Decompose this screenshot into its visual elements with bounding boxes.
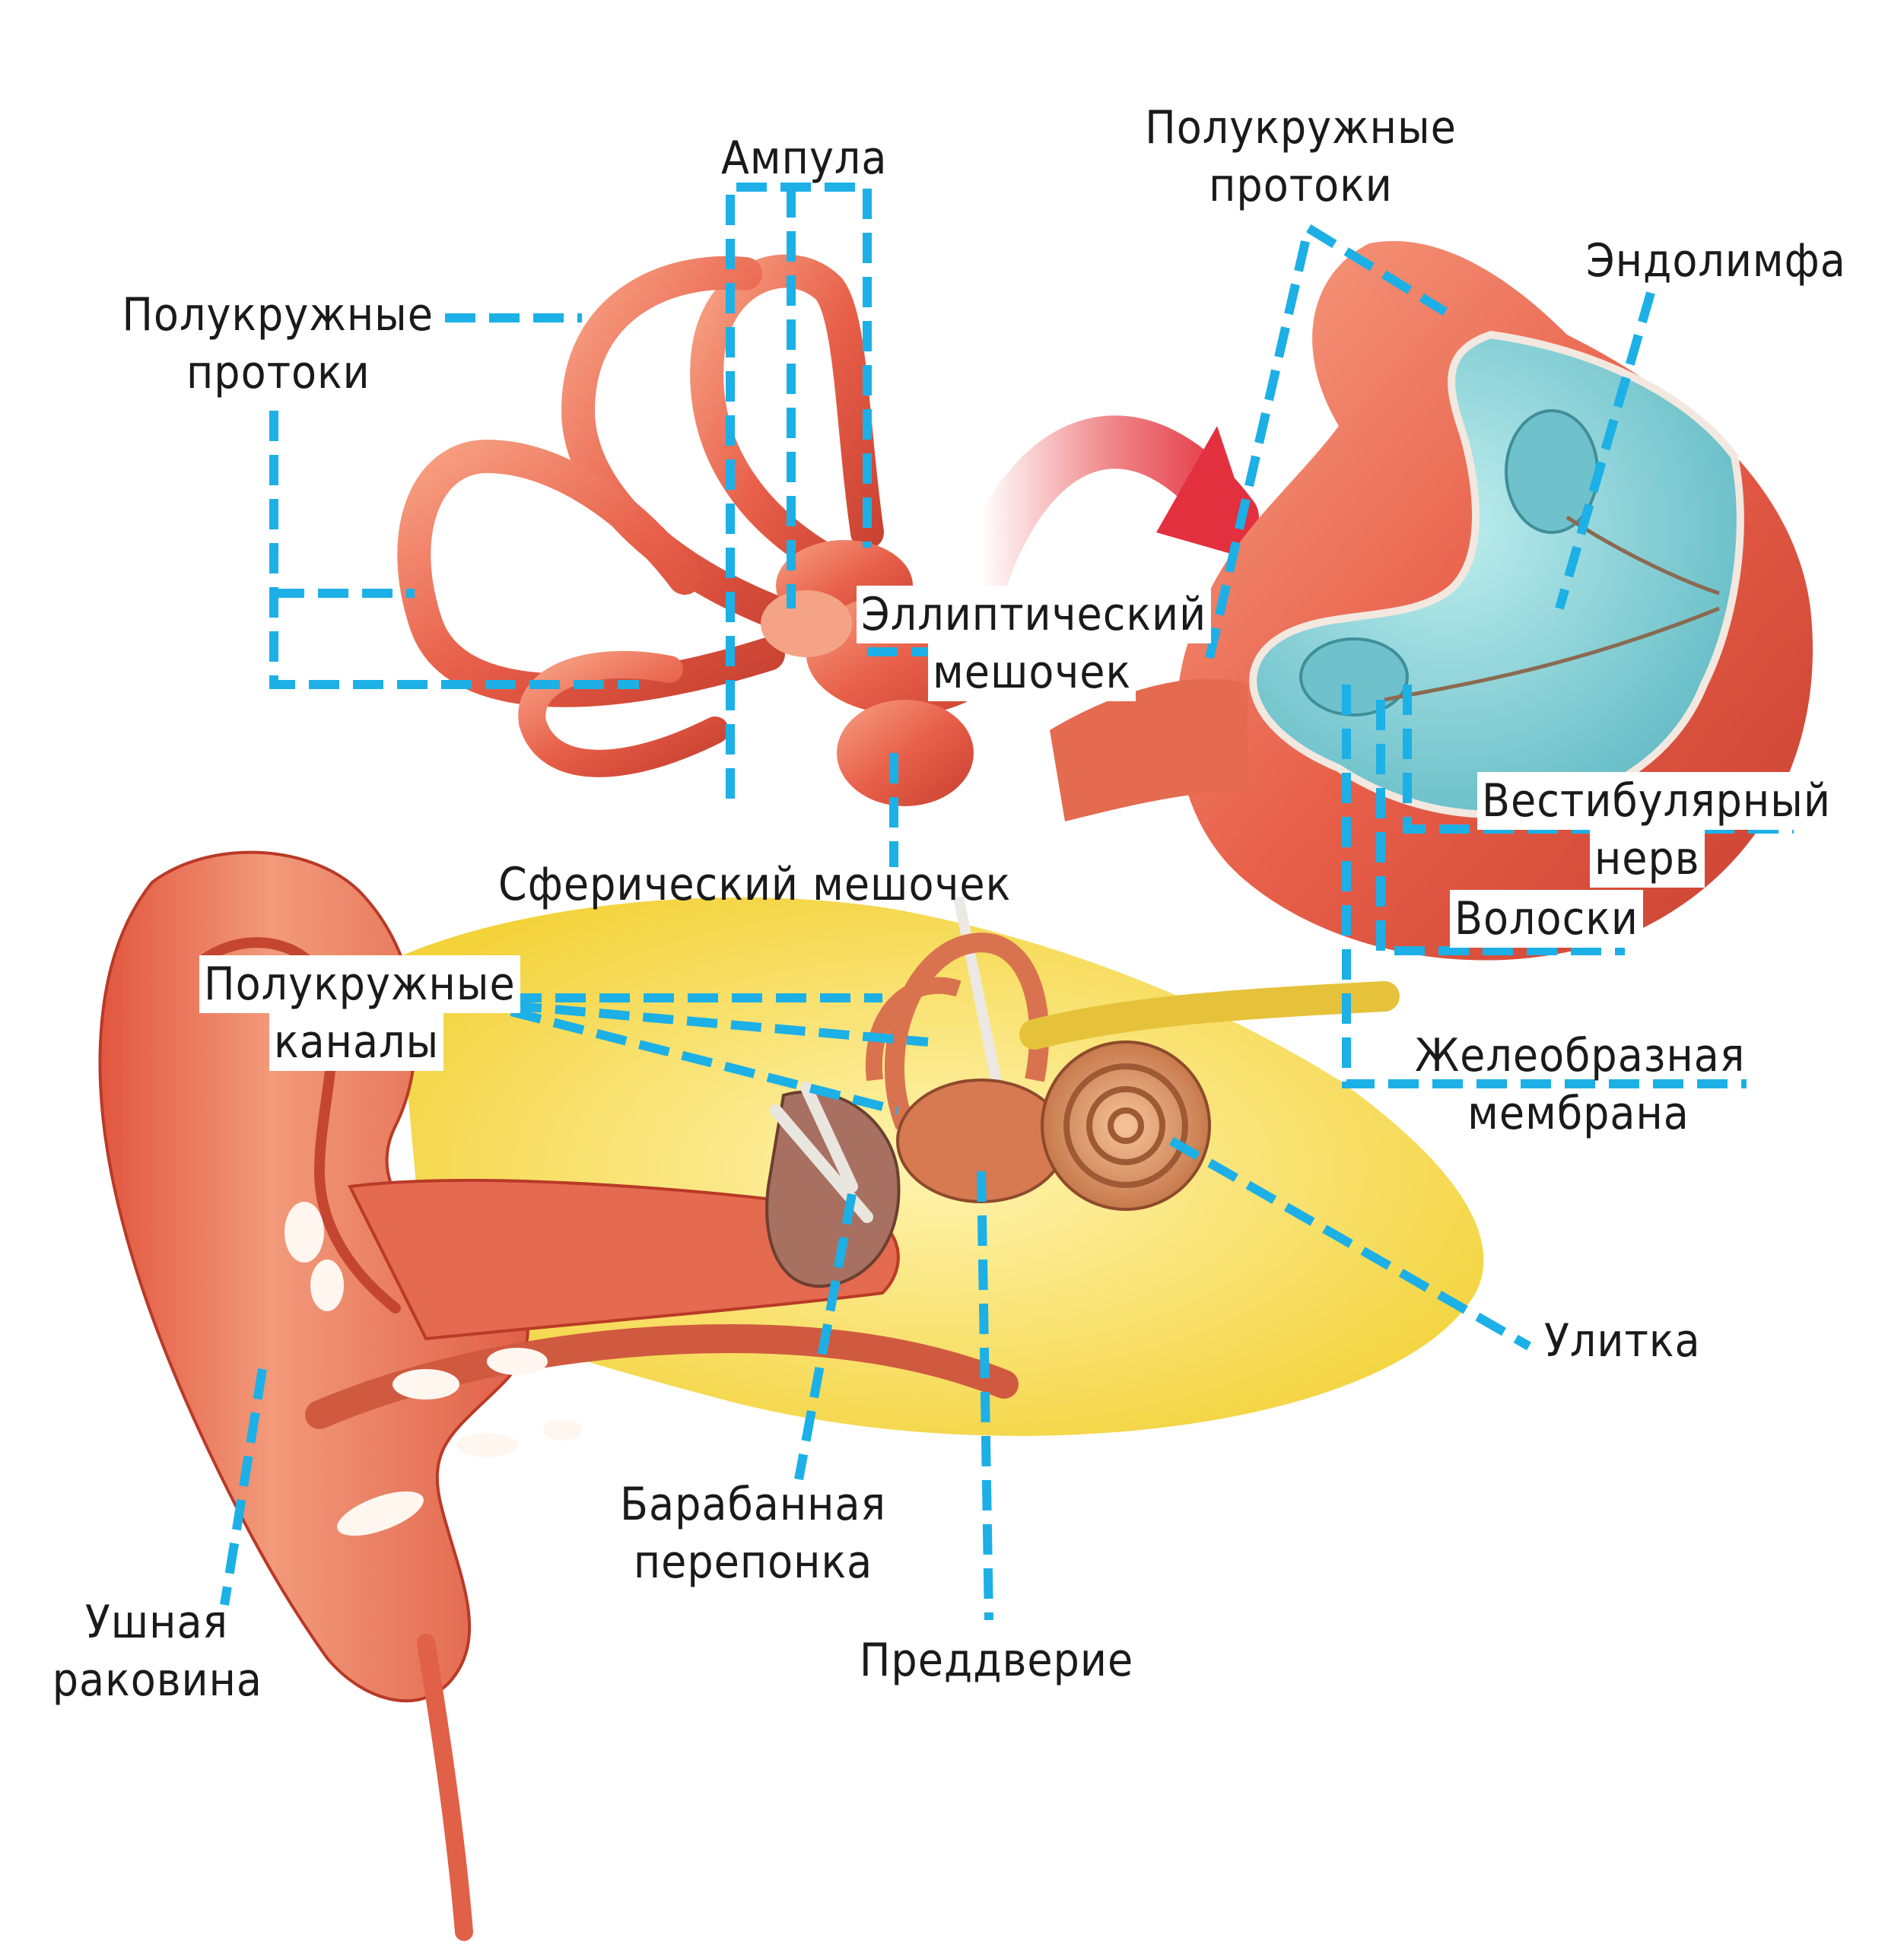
- label-semicircular-canals-line1: Полукружные: [199, 955, 520, 1013]
- inner-ear-lower: [865, 932, 1400, 1211]
- label-utricle-line2: мешочек: [928, 643, 1136, 701]
- label-cochlea: Улитка: [1544, 1314, 1701, 1368]
- label-semicircular-ducts-right-line2: протоки: [1209, 159, 1393, 212]
- magnify-arrow: [955, 415, 1263, 605]
- label-semicircular-ducts-left-line2: протоки: [186, 346, 370, 399]
- label-vestibular-nerve-line1: Вестибулярный: [1477, 772, 1836, 830]
- middle-ear: [765, 896, 1009, 1288]
- label-vestibule: Преддверие: [859, 1634, 1134, 1687]
- label-vestibular-nerve-line2: нерв: [1590, 830, 1705, 888]
- label-eardrum-line2: перепонка: [633, 1536, 873, 1589]
- label-eardrum-line1: Барабанная: [620, 1478, 886, 1531]
- labyrinth: [397, 254, 884, 777]
- label-saccule: Сферический мешочек: [498, 858, 1012, 911]
- label-semicircular-ducts-right-line1: Полукружные: [1145, 101, 1457, 154]
- label-ampula: Ампула: [721, 132, 888, 185]
- label-auricle-line2: раковина: [52, 1654, 262, 1707]
- label-endolymph: Эндолимфа: [1586, 234, 1846, 288]
- label-semicircular-ducts-left-line1: Полукружные: [122, 288, 434, 342]
- label-gel-membrane-line2: мембрана: [1467, 1087, 1689, 1140]
- leader-lines: [220, 183, 1794, 1621]
- label-hairs: Волоски: [1450, 890, 1643, 948]
- label-semicircular-canals-line2: каналы: [269, 1013, 444, 1071]
- label-gel-membrane-line1: Желеобразная: [1415, 1029, 1746, 1082]
- label-utricle-line1: Эллиптический: [857, 586, 1212, 643]
- label-auricle-line1: Ушная: [84, 1596, 228, 1649]
